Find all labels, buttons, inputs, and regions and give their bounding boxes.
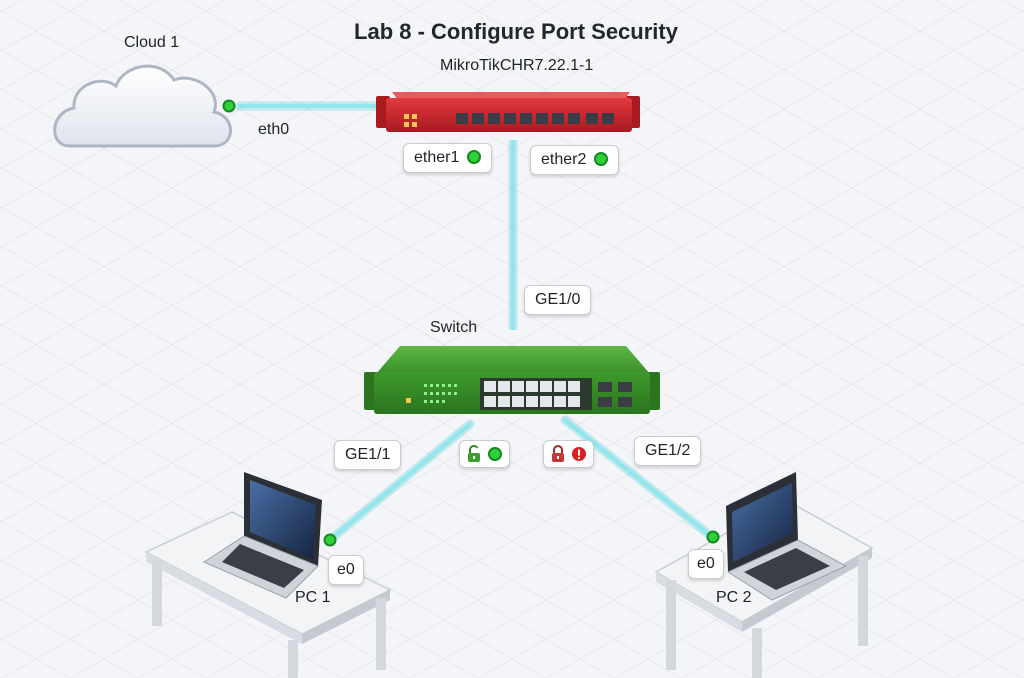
router-node[interactable] xyxy=(376,92,640,132)
laptop-icon xyxy=(202,472,322,599)
switch-ge1-0-label: GE1/0 xyxy=(535,291,581,308)
cloud-eth0-status-icon xyxy=(222,99,236,113)
router-label: MikroTikCHR7.22.1-1 xyxy=(440,57,594,74)
switch-ge1-1-badge[interactable]: GE1/1 xyxy=(334,440,402,470)
link-switch-pc2[interactable] xyxy=(560,415,717,542)
pc1-e0-badge[interactable]: e0 xyxy=(328,555,364,585)
pc1-e0-label: e0 xyxy=(337,561,355,578)
exclamation-icon xyxy=(572,447,586,461)
switch-ge1-1-label: GE1/1 xyxy=(345,446,391,463)
page-title: Lab 8 - Configure Port Security xyxy=(354,19,678,44)
router-ether1-badge[interactable]: ether1 xyxy=(403,143,493,173)
pc2-e0-status-icon xyxy=(706,530,720,544)
lock-closed-icon xyxy=(552,445,564,462)
switch-node[interactable] xyxy=(364,346,660,414)
port-up-icon xyxy=(488,447,502,461)
switch-ge1-2-label: GE1/2 xyxy=(645,442,691,459)
pc2-e0-label: e0 xyxy=(697,555,715,572)
port-up-icon xyxy=(467,150,482,164)
switch-ge1-2-badge[interactable]: GE1/2 xyxy=(634,436,702,466)
pc1-e0-status-icon xyxy=(323,533,337,547)
lock-open-icon xyxy=(468,445,480,462)
pc1-label: PC 1 xyxy=(295,589,331,606)
router-ether2-label: ether2 xyxy=(541,151,587,168)
router-ether2-badge[interactable]: ether2 xyxy=(530,145,620,175)
cloud-eth0-label: eth0 xyxy=(258,121,290,138)
router-ether1-label: ether1 xyxy=(414,149,460,166)
laptop-icon xyxy=(726,472,848,601)
cloud-icon xyxy=(53,64,232,148)
pc1-node[interactable] xyxy=(144,472,392,678)
switch-label: Switch xyxy=(430,319,478,336)
ge1-1-security-status[interactable] xyxy=(459,440,510,468)
pc2-label: PC 2 xyxy=(716,589,752,606)
pc2-node[interactable] xyxy=(654,472,874,678)
cloud-node[interactable] xyxy=(53,64,236,148)
ge1-2-security-status[interactable] xyxy=(543,440,594,468)
switch-ge1-0-badge[interactable]: GE1/0 xyxy=(524,285,592,315)
port-up-icon xyxy=(594,152,609,166)
cloud-label: Cloud 1 xyxy=(124,34,180,51)
pc2-e0-badge[interactable]: e0 xyxy=(688,549,724,579)
link-switch-pc1[interactable] xyxy=(325,419,475,545)
